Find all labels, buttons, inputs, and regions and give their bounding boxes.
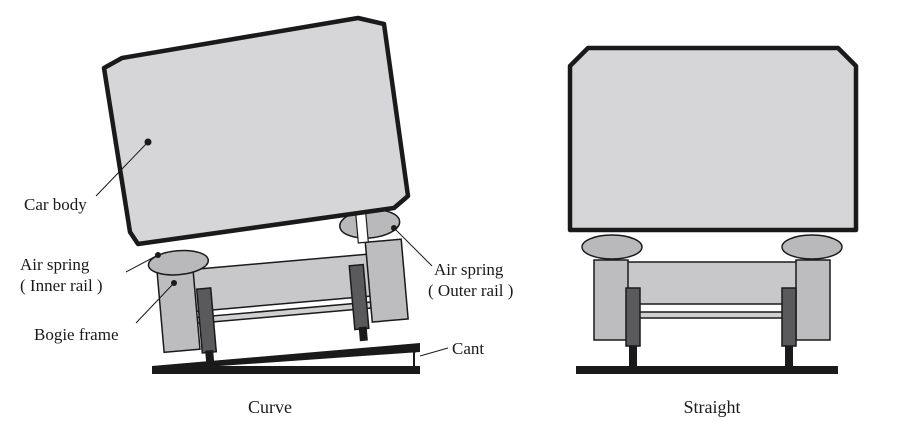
straight-air-spring-right bbox=[781, 234, 843, 260]
curve-track-base bbox=[152, 366, 420, 374]
straight-rail-left bbox=[629, 346, 637, 366]
caption-straight: Straight bbox=[684, 397, 741, 417]
straight-side-frame-left bbox=[593, 259, 629, 341]
curve-side-frame-left bbox=[156, 268, 201, 354]
label-air-spring-inner-2: ( Inner rail ) bbox=[20, 276, 103, 295]
straight-wheel-right bbox=[781, 287, 797, 347]
curve-car-body bbox=[101, 15, 411, 247]
air-spring-inner-point bbox=[155, 252, 161, 258]
label-bogie-frame: Bogie frame bbox=[34, 325, 119, 344]
straight-track bbox=[576, 366, 838, 374]
air-spring-inner-leader bbox=[125, 254, 159, 273]
curve-air-spring-inner bbox=[147, 249, 210, 276]
straight-wheel-left bbox=[625, 287, 641, 347]
straight-air-spring-left bbox=[581, 234, 643, 260]
label-air-spring-outer-2: ( Outer rail ) bbox=[428, 281, 513, 300]
bogie-frame-point bbox=[171, 280, 177, 286]
air-spring-outer-leader bbox=[393, 227, 433, 267]
caption-curve: Curve bbox=[248, 397, 292, 417]
straight-side-frame-right bbox=[795, 259, 831, 341]
curve-rail-right bbox=[358, 326, 368, 342]
straight-figure: Straight bbox=[567, 45, 859, 417]
straight-rail-right bbox=[785, 346, 793, 366]
label-air-spring-inner-1: Air spring bbox=[20, 255, 90, 274]
label-cant: Cant bbox=[452, 339, 484, 358]
curve-side-frame-right bbox=[364, 238, 409, 323]
curve-figure: Car body Air spring ( Inner rail ) Bogie… bbox=[20, 15, 513, 417]
curve-bogie bbox=[147, 179, 409, 365]
straight-axle bbox=[619, 311, 791, 319]
curve-cant-rail bbox=[152, 343, 420, 370]
car-body-leader bbox=[95, 141, 149, 197]
bogie-frame-leader bbox=[135, 282, 175, 324]
air-spring-outer-point bbox=[391, 225, 397, 231]
label-air-spring-outer-1: Air spring bbox=[434, 260, 504, 279]
curve-rail-left bbox=[205, 350, 215, 365]
cant-marker bbox=[411, 347, 417, 353]
cant-leader bbox=[419, 347, 449, 357]
label-car-body: Car body bbox=[24, 195, 87, 214]
straight-car-body bbox=[567, 45, 859, 233]
